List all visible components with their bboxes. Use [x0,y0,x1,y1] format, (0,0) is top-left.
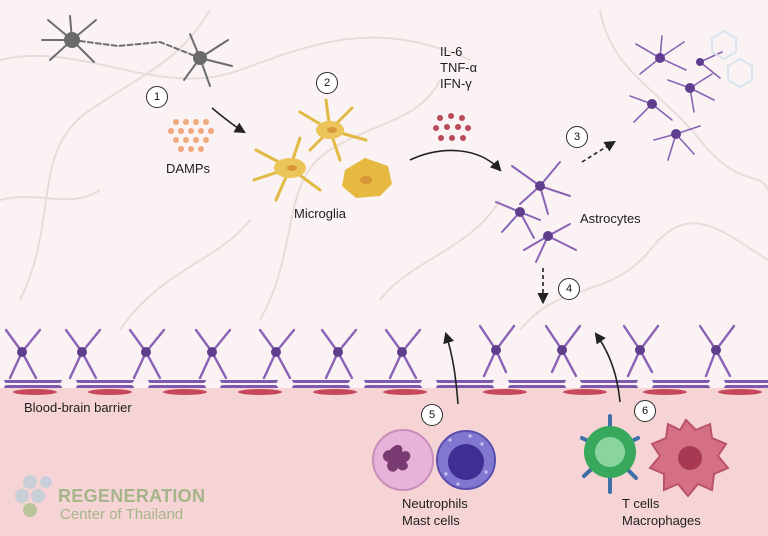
cytokine-particles [433,113,471,141]
cytokine-il6-label: IL-6 [440,44,463,59]
arrow-lymphocyte-infiltration [594,332,621,403]
step-marker-6: 6 [634,400,656,422]
logo-mark [15,475,52,517]
step-marker-3: 3 [566,126,588,148]
glial-scar-astrocytes [629,35,723,161]
t-cells-label: T cells [622,496,660,511]
neutrophils-label: Neutrophils [402,496,468,511]
endothelial-cells [13,389,762,395]
cytokine-ifn-label: IFN-γ [440,76,472,91]
damps-label: DAMPs [166,161,211,176]
mast-cells-label: Mast cells [402,513,460,528]
microglia-cells [252,98,392,202]
astrocytes-label: Astrocytes [580,211,641,226]
step-marker-1: 1 [146,86,168,108]
step-marker-5: 5 [421,404,443,426]
arrow-microglia-to-astrocytes [409,149,502,172]
cytokine-tnf-label: TNF-α [440,60,478,75]
macrophages-label: Macrophages [622,513,701,528]
mast-cell [436,430,496,490]
blood-brain-barrier-label: Blood-brain barrier [24,400,132,415]
step-marker-4: 4 [558,278,580,300]
t-cell [580,414,640,494]
perivascular-astrocytes [4,324,736,380]
flow-arrows [211,107,621,405]
arrow-granulocyte-infiltration [443,331,459,405]
damaged-neuron [41,15,233,87]
logo-name: REGENERATION [58,486,206,506]
step-marker-2: 2 [316,72,338,94]
reactive-astrocytes [495,161,577,263]
arrow-damps-to-microglia [211,107,246,134]
endothelial-layer [0,380,768,388]
neutrophil-cell [372,429,434,491]
arrow-astrocytes-to-scar [581,140,616,163]
macrophage-cell [648,418,730,498]
scar-matrix-hexagons [711,29,753,89]
logo-tagline: Center of Thailand [60,506,184,523]
background-veins [0,9,768,331]
damps-particles [168,119,214,152]
microglia-label: Microglia [294,206,347,221]
perivascular-astrocyte-somas [17,345,721,357]
